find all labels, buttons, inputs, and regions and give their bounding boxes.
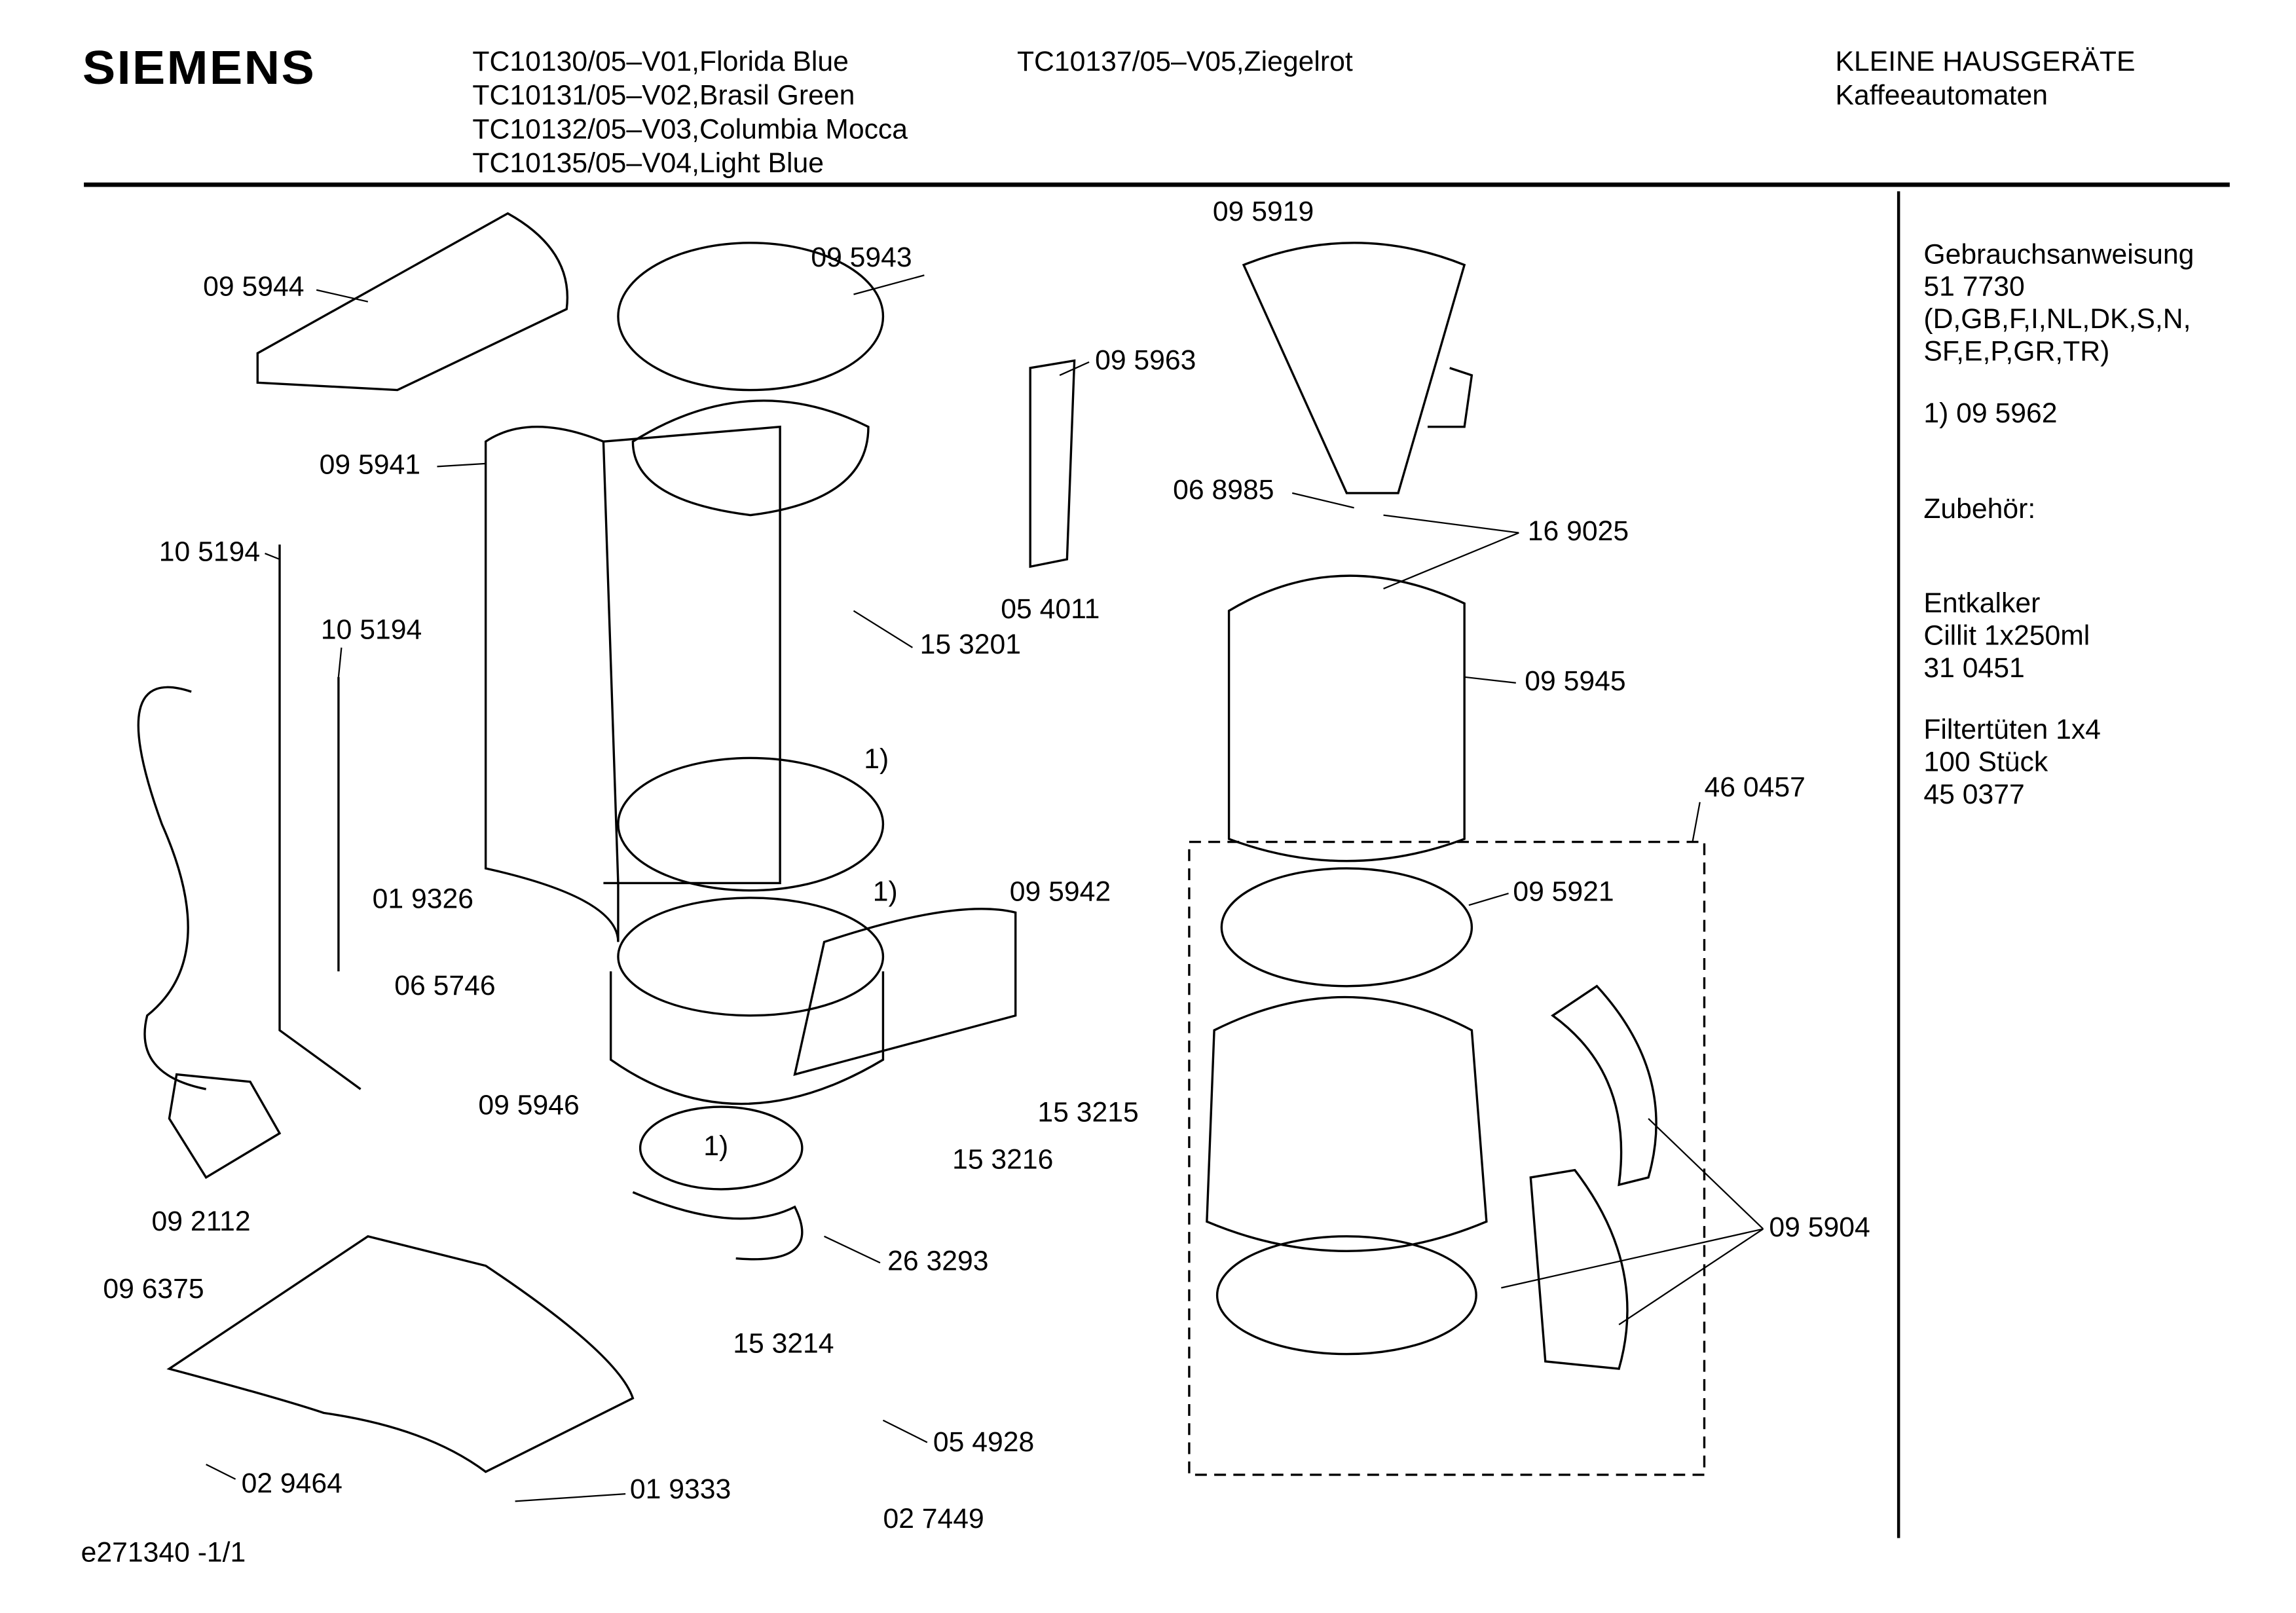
filter-handle [1427, 367, 1473, 428]
part-label: 05 4928 [933, 1427, 1035, 1459]
water-tank-lid [256, 212, 568, 392]
descaler: 31 0451 [1923, 653, 2025, 685]
descaler: Cillit 1x250ml [1923, 621, 2090, 652]
part-label: 09 5919 [1212, 197, 1314, 229]
footnote-marker: 1) [872, 877, 898, 908]
model-line: TC10135/05–V04,Light Blue [472, 148, 824, 180]
part-label: 16 9025 [1527, 516, 1629, 548]
filter-papers: Filtertüten 1x4 [1923, 715, 2101, 747]
carafe-lid [1220, 867, 1473, 988]
part-label: 06 5746 [394, 971, 496, 1003]
part-label: 15 3215 [1037, 1098, 1139, 1129]
ring-upper [617, 756, 885, 892]
model-line: TC10132/05–V03,Columbia Mocca [472, 115, 908, 146]
power-cord [137, 686, 206, 1090]
part-label: 15 3201 [919, 629, 1021, 661]
part-label: 09 5946 [478, 1090, 580, 1122]
category: KLEINE HAUSGERÄTE [1835, 46, 2136, 79]
subcategory: Kaffeeautomaten [1835, 81, 2048, 112]
part-label: 09 5943 [811, 242, 912, 274]
part-label: 09 5904 [1769, 1212, 1870, 1244]
carafe-base [1215, 1235, 1477, 1356]
part-label: 09 5944 [203, 272, 305, 303]
housing [484, 426, 620, 942]
accessories-heading: Zubehör: [1923, 494, 2036, 526]
top-lid [617, 242, 885, 392]
part-label: 26 3293 [887, 1246, 989, 1278]
part-label: 02 9464 [241, 1468, 343, 1500]
part-label: 09 5941 [319, 450, 421, 481]
filter-cone [1242, 242, 1466, 494]
model-line: TC10131/05–V02,Brasil Green [472, 81, 855, 112]
filter-papers: 100 Stück [1923, 747, 2048, 779]
manual-title: Gebrauchsanweisung [1923, 240, 2194, 271]
descaler: Entkalker [1923, 588, 2041, 620]
part-label: 09 5945 [1525, 667, 1626, 698]
part-label: 06 8985 [1173, 475, 1274, 507]
base-bowl [609, 971, 885, 1105]
siemens-logo: SIEMENS [82, 41, 316, 94]
part-label: 09 5963 [1095, 346, 1196, 377]
footnote-marker: 1) [703, 1132, 729, 1163]
part-label: 09 5942 [1009, 877, 1111, 908]
ring-lower [617, 897, 885, 1017]
part-label: 46 0457 [1704, 772, 1805, 804]
manual-languages: (D,GB,F,I,NL,DK,S,N, [1923, 305, 2191, 336]
footnote: 1) 09 5962 [1923, 399, 2058, 430]
housing-back [603, 425, 781, 885]
filter-papers: 45 0377 [1923, 780, 2025, 811]
part-label: 10 5194 [320, 615, 422, 646]
model-line: TC10137/05–V05,Ziegelrot [1016, 46, 1353, 79]
header-divider [84, 182, 2230, 187]
steam-pipe [1029, 359, 1076, 568]
carafe [1206, 996, 1488, 1252]
carafe-handle-top [1551, 984, 1657, 1187]
part-label: 01 9333 [629, 1474, 731, 1506]
part-label: 09 2112 [151, 1206, 251, 1238]
part-label: 05 4011 [1001, 594, 1100, 626]
part-label: 09 6375 [103, 1274, 204, 1306]
filter-holder [631, 399, 870, 517]
model-line: TC10130/05–V01,Florida Blue [472, 46, 849, 79]
part-label: 10 5194 [158, 537, 261, 568]
part-label: 09 5921 [1513, 877, 1614, 908]
carafe-handle-bottom [1529, 1168, 1629, 1370]
part-label: 02 7449 [883, 1504, 984, 1536]
drawing-id: e271340 -1/1 [81, 1538, 246, 1569]
plug [168, 1073, 282, 1179]
carafe-assembly-box [1188, 840, 1706, 1476]
part-label: 01 9326 [372, 884, 473, 916]
manual-languages: SF,E,P,GR,TR) [1923, 337, 2110, 368]
part-label: 15 3214 [733, 1329, 834, 1360]
manual-number: 51 7730 [1923, 272, 2025, 303]
switch-cover [793, 908, 1017, 1076]
side-divider [1897, 191, 1900, 1538]
part-label: 15 3216 [952, 1145, 1054, 1176]
tube-long [278, 544, 361, 1090]
leader-lines [206, 274, 1764, 1502]
water-reservoir [1227, 574, 1466, 862]
base-plate [166, 1234, 635, 1474]
footnote-marker: 1) [864, 745, 889, 776]
heater-seal [639, 1105, 804, 1191]
heating-element [632, 1191, 804, 1261]
